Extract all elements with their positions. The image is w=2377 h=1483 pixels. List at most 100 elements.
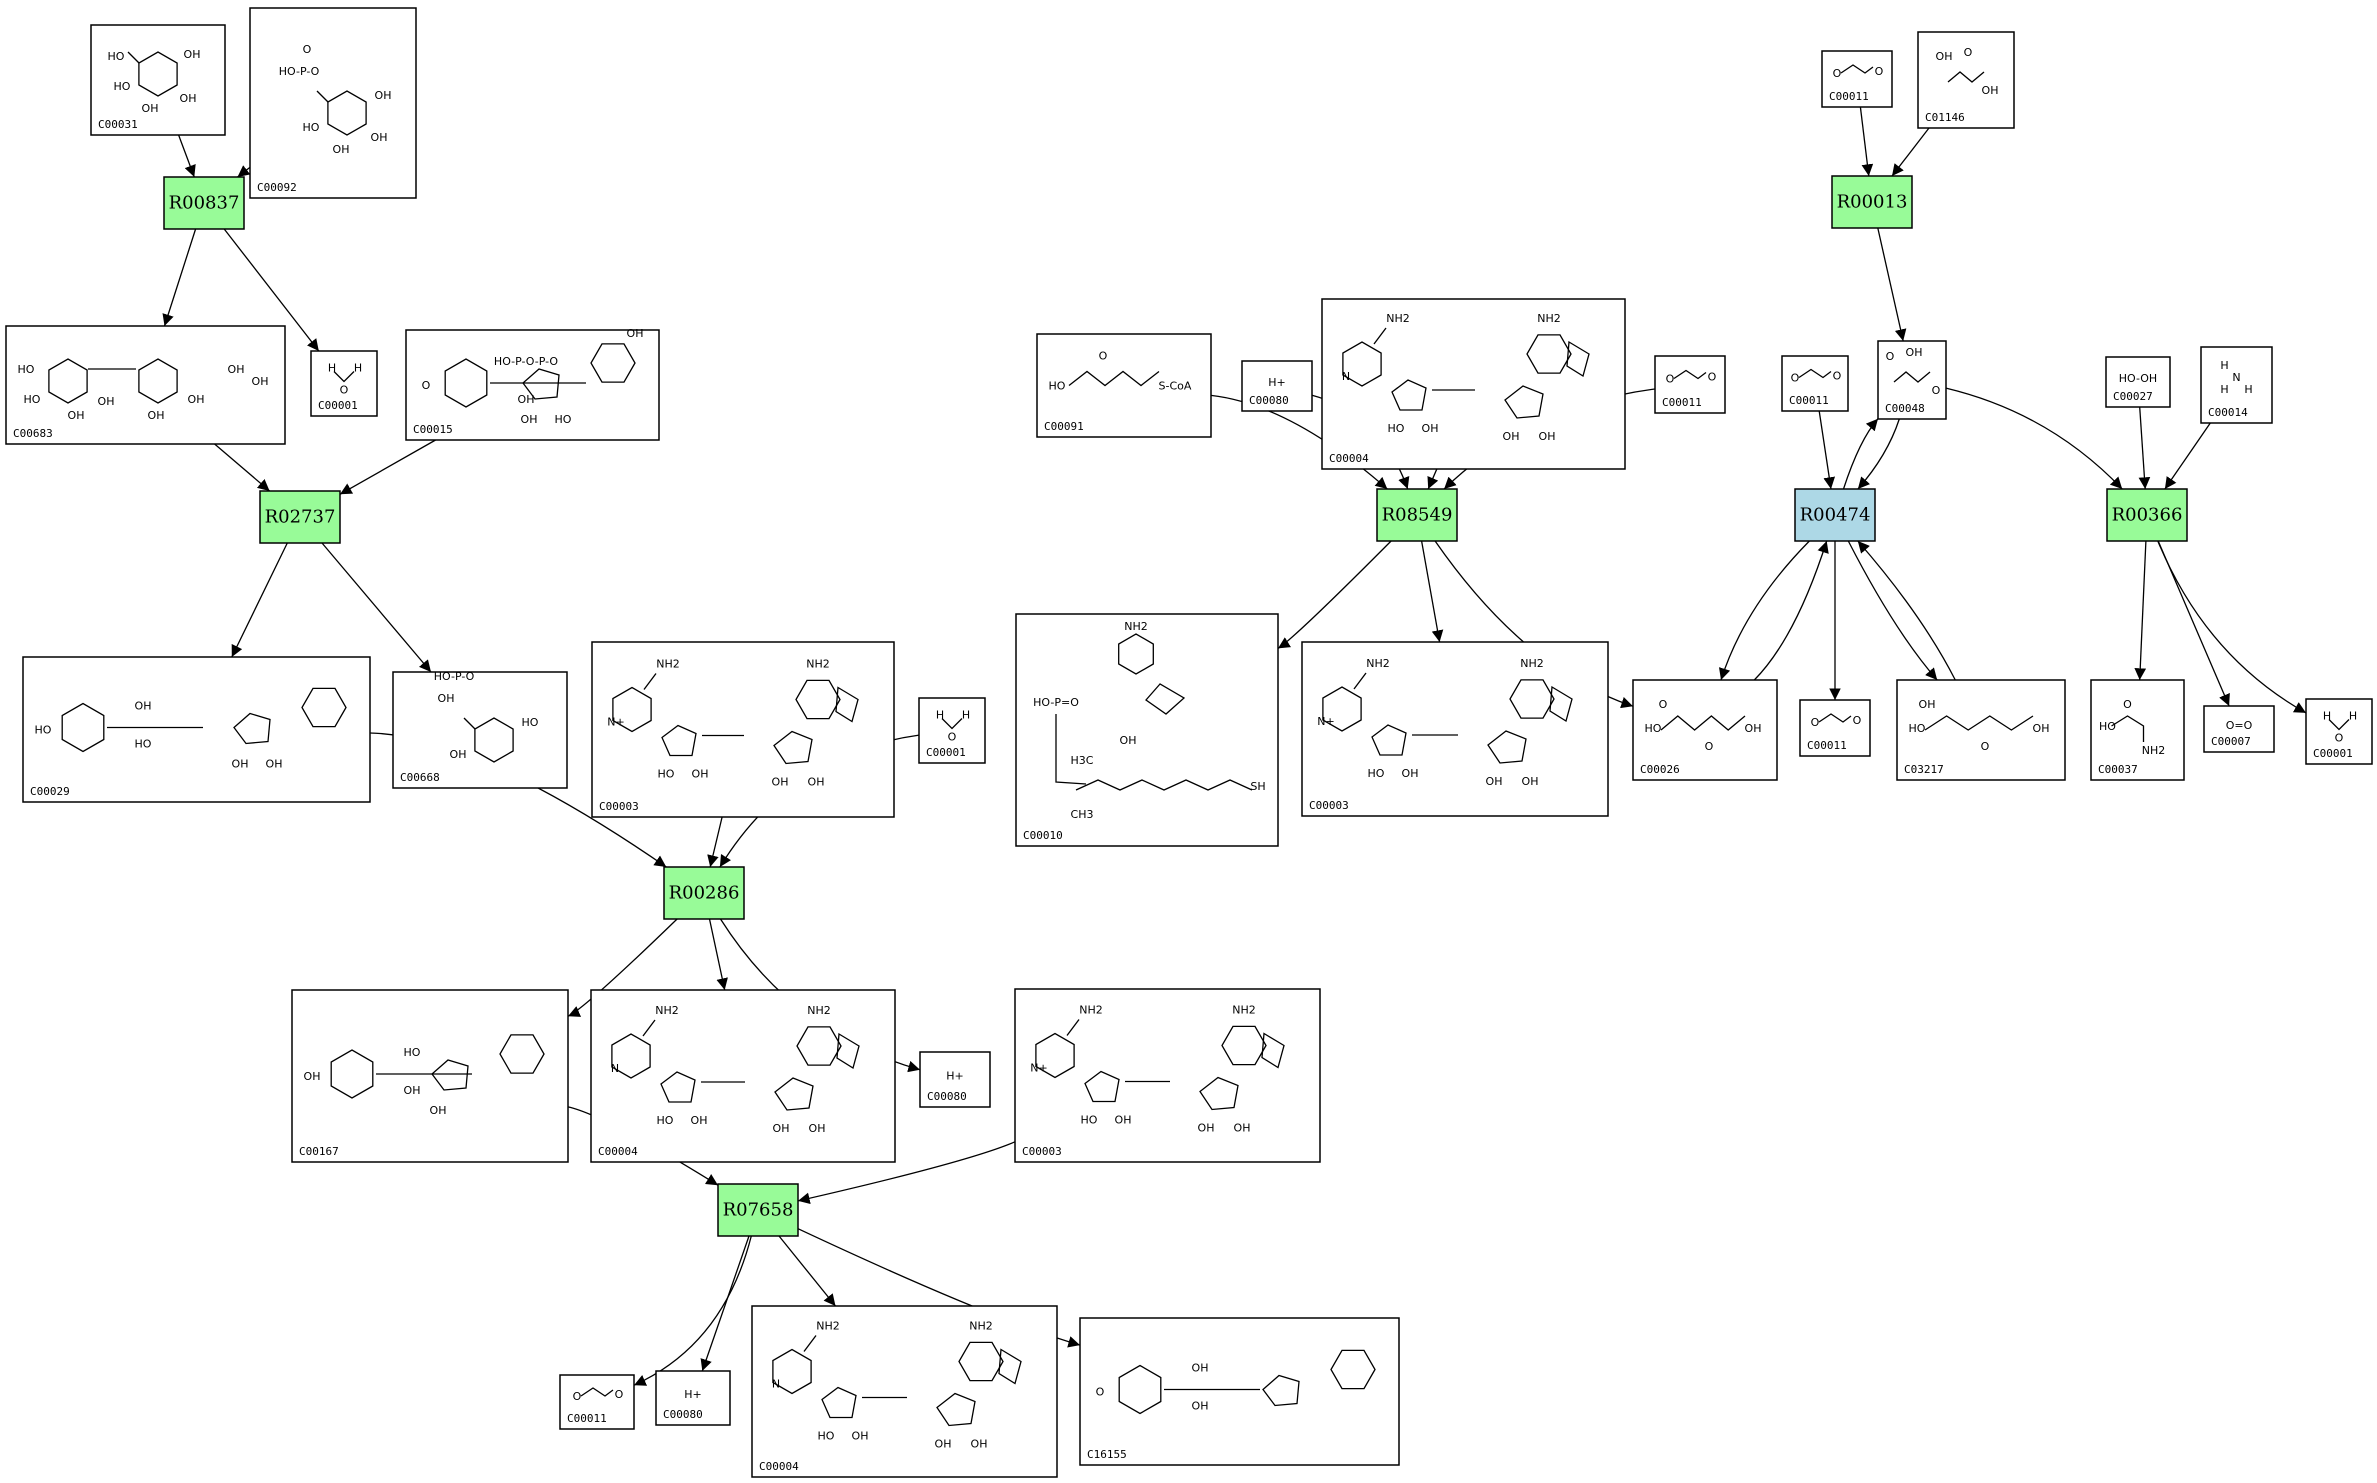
atom-label: OH <box>304 1070 321 1083</box>
atom-label: O <box>1708 371 1717 384</box>
atom-label: N+ <box>1317 715 1334 728</box>
atom-label: HO <box>1645 722 1662 735</box>
bond-path <box>836 1032 860 1070</box>
bond-path <box>1353 672 1367 690</box>
reaction-box <box>259 490 341 544</box>
atom-label: O <box>615 1388 624 1401</box>
atom-label: OH <box>252 375 269 388</box>
bond-path <box>1068 370 1160 387</box>
bond-path <box>316 90 329 103</box>
edge-c03217-to-r00474 <box>1857 540 1956 681</box>
structure-drawing: HOH <box>936 709 970 744</box>
bond-path <box>499 1034 545 1074</box>
structure-drawing: HOH <box>328 362 362 397</box>
edge-c00026-to-r00474 <box>1753 540 1829 681</box>
reaction-box <box>717 1183 799 1237</box>
atom-label: O <box>1964 46 1973 59</box>
atom-label: H <box>2349 710 2357 723</box>
edge-r00366-to-c00001 <box>2157 540 2307 714</box>
compound-id-label: C00092 <box>257 181 297 194</box>
bond-path <box>612 686 652 733</box>
bond-path <box>1055 714 1087 785</box>
atom-label: O <box>303 43 312 56</box>
atom-label: OH <box>184 48 201 61</box>
compound-node-c00007[interactable]: O=O C00007 <box>2203 705 2275 753</box>
reaction-node-r00474[interactable]: R00474 <box>1794 488 1876 542</box>
bond-path <box>1330 1349 1376 1390</box>
compound-box <box>1632 679 1778 781</box>
reaction-node-r00837[interactable]: R00837 <box>163 176 245 230</box>
bond-path <box>796 1026 842 1066</box>
bond-path <box>998 1348 1022 1385</box>
compound-node-c00080[interactable]: H+C00080 <box>919 1051 991 1108</box>
compound-node-c00001[interactable]: HOH C00001 <box>918 697 986 764</box>
reaction-node-r00286[interactable]: R00286 <box>663 866 745 920</box>
reaction-node-r00013[interactable]: R00013 <box>1831 175 1913 229</box>
compound-id-label: C00007 <box>2211 735 2251 748</box>
atom-label: NH2 <box>969 1320 993 1333</box>
atom-label: OH <box>404 1084 421 1097</box>
compound-node-c00080[interactable]: H+C00080 <box>1241 360 1313 412</box>
compound-box <box>2200 346 2273 424</box>
compound-id-label: C00091 <box>1044 420 1084 433</box>
atom-label: OH <box>135 700 152 713</box>
compound-box <box>2203 705 2275 753</box>
atom-label: OH <box>228 363 245 376</box>
compound-box <box>1917 31 2015 129</box>
compound-id-label: C00003 <box>1309 799 1349 812</box>
bond-path <box>1118 633 1154 675</box>
atom-label: OH <box>1982 84 1999 97</box>
bond-path <box>127 51 140 64</box>
reaction-node-r02737[interactable]: R02737 <box>259 490 341 544</box>
atom-label: O=O <box>2226 719 2253 732</box>
atom-label: S-CoA <box>1159 380 1192 393</box>
bond-path <box>1893 371 1931 383</box>
compound-box <box>1896 679 2066 781</box>
edge-r02737-to-c00029 <box>231 542 288 658</box>
reaction-node-r00366[interactable]: R00366 <box>2106 488 2188 542</box>
bond-path <box>835 686 859 723</box>
bond-path <box>1075 779 1253 791</box>
reaction-node-r07658[interactable]: R07658 <box>717 1183 799 1237</box>
structure-drawing: H+ <box>946 1070 964 1083</box>
atom-label: N+ <box>607 716 624 729</box>
compound-id-label: C00001 <box>926 746 966 759</box>
compound-id-label: C00004 <box>759 1460 799 1473</box>
atom-label: NH2 <box>1520 657 1544 670</box>
atom-label: HO <box>114 80 131 93</box>
edge-r00837-to-c00001 <box>223 228 320 352</box>
compound-node-c00080[interactable]: H+C00080 <box>655 1370 731 1426</box>
reaction-node-r08549[interactable]: R08549 <box>1376 488 1458 542</box>
